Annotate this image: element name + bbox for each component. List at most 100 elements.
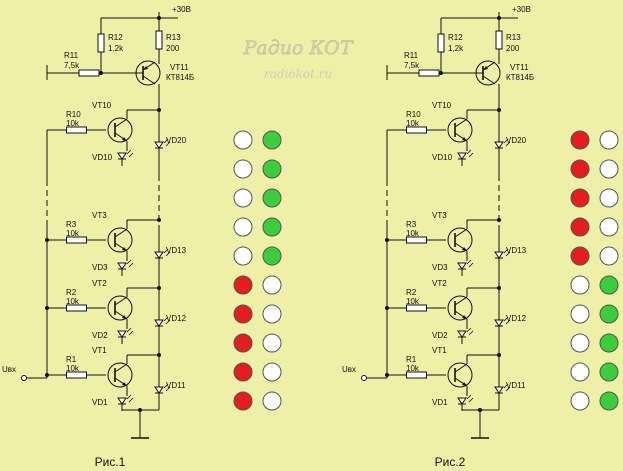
transistor-body <box>475 60 501 86</box>
emitter-led <box>117 259 134 270</box>
stage-transistor <box>447 227 473 253</box>
led-rays <box>163 316 171 325</box>
chain-led-label: VD11 <box>166 381 186 390</box>
stage-transistor-label: VT3 <box>92 211 107 220</box>
emitter-led-label: VD3 <box>92 263 108 272</box>
emitter-led <box>457 259 474 270</box>
emitter-led-label: VD3 <box>432 263 448 272</box>
stage-resistor-value: 10k <box>66 297 80 306</box>
led-rays <box>466 259 474 268</box>
transistor-body <box>135 60 161 86</box>
transistor-arrow <box>462 382 467 386</box>
stage-resistor-value: 10k <box>66 364 80 373</box>
indicator-led-green <box>262 217 282 237</box>
junction-dot <box>497 108 501 112</box>
indicator-led-green <box>262 246 282 266</box>
led-rays <box>503 383 511 392</box>
stage-resistor <box>66 304 87 312</box>
indicator-led-off <box>570 275 590 295</box>
indicator-led-green <box>599 333 619 353</box>
led-rays <box>466 149 474 158</box>
transistor-arrow <box>483 66 488 70</box>
stage-resistor <box>66 371 87 379</box>
transistor-body <box>107 227 133 253</box>
indicator-led-off <box>262 275 282 295</box>
indicator-led-red <box>233 333 253 353</box>
led-rays <box>503 316 511 325</box>
indicator-led-green <box>599 304 619 324</box>
transistor-arrow <box>122 247 127 251</box>
indicator-led-off <box>570 304 590 324</box>
indicator-led-off <box>262 304 282 324</box>
junction-dot <box>157 286 161 290</box>
led-triangle <box>117 330 127 338</box>
led-triangle <box>457 152 467 160</box>
junction-dot <box>157 353 161 357</box>
emitter-led-label: VD2 <box>432 331 448 340</box>
chain-led <box>494 383 511 394</box>
junction-dot <box>497 16 501 20</box>
junction-dot <box>478 408 482 412</box>
transistor-collector <box>114 228 128 238</box>
indicator-led-off <box>599 246 619 266</box>
indicator-led-off <box>570 333 590 353</box>
transistor-arrow <box>122 137 127 141</box>
chain-led-label: VD20 <box>166 136 187 145</box>
indicator-led-red <box>570 246 590 266</box>
transistor-collector <box>114 296 128 306</box>
indicator-led-green <box>599 362 619 382</box>
transistor-collector <box>114 118 128 128</box>
chain-led <box>154 138 171 149</box>
stage-resistor-label: R10 <box>66 110 81 119</box>
junction-dot <box>497 218 501 222</box>
junction-dot <box>157 108 161 112</box>
vt11-transistor <box>475 60 501 86</box>
indicator-led-red <box>233 304 253 324</box>
led-rays <box>466 327 474 336</box>
transistor-collector <box>114 363 128 373</box>
indicator-led-off <box>599 159 619 179</box>
emitter-led <box>117 394 134 405</box>
r13-resistor <box>495 30 503 50</box>
emitter-led <box>457 149 474 160</box>
transistor-collector <box>454 228 468 238</box>
stage-transistor <box>447 295 473 321</box>
emitter-led-label: VD2 <box>92 331 108 340</box>
led-rays <box>126 259 134 268</box>
stage-transistor-label: VT1 <box>432 346 447 355</box>
transistor-collector <box>142 75 156 85</box>
transistor-collector <box>454 118 468 128</box>
stage-resistor <box>66 126 87 134</box>
led-triangle <box>494 386 504 394</box>
led-rays <box>163 383 171 392</box>
indicator-led-green <box>599 391 619 411</box>
indicator-led-off <box>599 188 619 208</box>
r12-resistor <box>97 33 105 53</box>
input-terminal <box>361 375 367 381</box>
junction-dot <box>385 238 389 242</box>
stage-resistor-label: R1 <box>406 355 417 364</box>
stage-transistor <box>447 362 473 388</box>
transistor-body <box>107 295 133 321</box>
indicator-led-red <box>570 159 590 179</box>
r11-value: 7,5k <box>64 61 80 70</box>
emitter-led-label: VD10 <box>432 153 453 162</box>
led-triangle <box>457 262 467 270</box>
led-rays <box>503 248 511 257</box>
chain-led-label: VD13 <box>506 246 527 255</box>
emitter-led <box>457 327 474 338</box>
led-triangle <box>117 397 127 405</box>
stage-resistor <box>406 236 427 244</box>
led-triangle <box>154 141 164 149</box>
led-triangle <box>494 251 504 259</box>
transistor-arrow <box>143 66 148 70</box>
stage-resistor <box>406 126 427 134</box>
transistor-body <box>107 362 133 388</box>
chain-led-label: VD20 <box>506 136 527 145</box>
input-terminal <box>21 375 27 381</box>
led-triangle <box>117 152 127 160</box>
stage-transistor-label: VT3 <box>432 211 447 220</box>
stage-resistor <box>66 236 87 244</box>
indicator-led-green <box>262 159 282 179</box>
led-triangle <box>457 330 467 338</box>
